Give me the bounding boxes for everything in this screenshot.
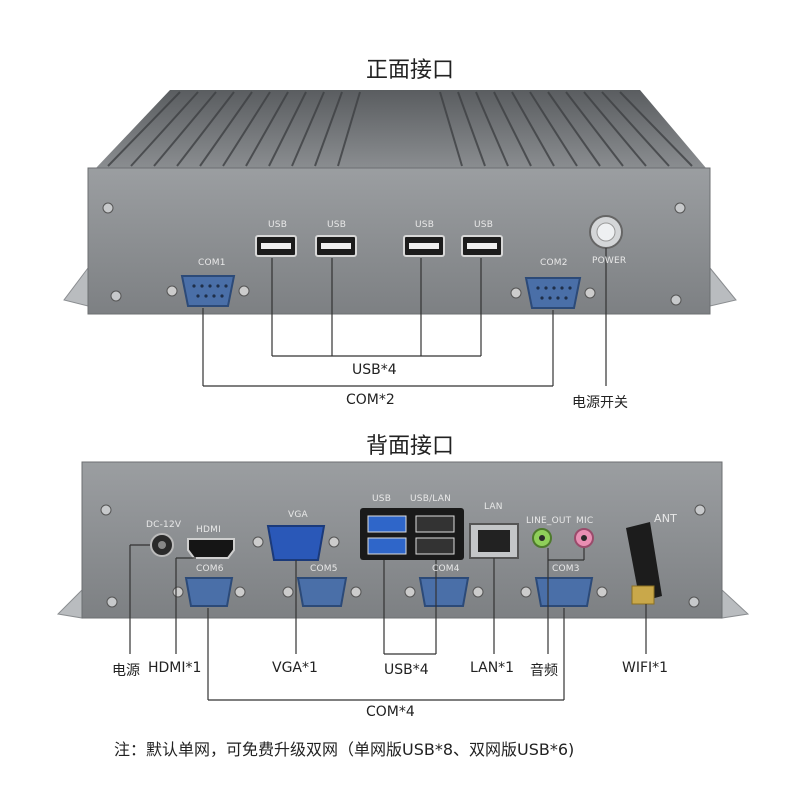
front-heatsink bbox=[96, 90, 706, 168]
back-com-callout: COM*4 bbox=[366, 704, 415, 720]
front-com-callout: COM*2 bbox=[346, 392, 395, 408]
upgrade-note: 注：默认单网，可免费升级双网（单网版USB*8、双网版USB*6) bbox=[114, 740, 575, 759]
com4-label: COM4 bbox=[432, 564, 460, 574]
power-button-graphic bbox=[589, 215, 623, 249]
back-usb-label: USB bbox=[372, 494, 392, 504]
com1-label: COM1 bbox=[198, 258, 226, 268]
line-out-label: LINE_OUT bbox=[526, 516, 572, 526]
vga-label: VGA bbox=[288, 510, 308, 520]
com2-label: COM2 bbox=[540, 258, 568, 268]
usb-lan-label: USB/LAN bbox=[410, 494, 452, 504]
front-usb-label-4: USB bbox=[474, 220, 494, 230]
com3-label: COM3 bbox=[552, 564, 580, 574]
com6-label: COM6 bbox=[196, 564, 224, 574]
front-usb-label-2: USB bbox=[327, 220, 347, 230]
antenna-graphic bbox=[626, 522, 662, 605]
front-usb-label-3: USB bbox=[415, 220, 435, 230]
front-title: 正面接口 bbox=[366, 58, 455, 83]
power-label: POWER bbox=[592, 256, 627, 266]
audio-callout: 音频 bbox=[530, 663, 558, 679]
wifi-callout: WIFI*1 bbox=[622, 660, 669, 676]
vga-callout: VGA*1 bbox=[272, 660, 318, 676]
back-usb-callout: USB*4 bbox=[384, 662, 429, 678]
ant-label: ANT bbox=[654, 512, 678, 525]
dc-power-callout: 电源 bbox=[112, 663, 140, 679]
dc-label: DC-12V bbox=[146, 520, 182, 530]
lan-callout: LAN*1 bbox=[470, 660, 515, 676]
hdmi-label: HDMI bbox=[196, 525, 221, 535]
com5-label: COM5 bbox=[310, 564, 338, 574]
front-com-ports bbox=[166, 275, 596, 309]
front-usb-callout: USB*4 bbox=[352, 362, 397, 378]
lan-label: LAN bbox=[484, 502, 503, 512]
back-title: 背面接口 bbox=[366, 434, 455, 459]
power-switch-callout: 电源开关 bbox=[572, 395, 628, 411]
hdmi-callout: HDMI*1 bbox=[148, 660, 202, 676]
front-usb-label-1: USB bbox=[268, 220, 288, 230]
mic-label: MIC bbox=[576, 516, 594, 526]
